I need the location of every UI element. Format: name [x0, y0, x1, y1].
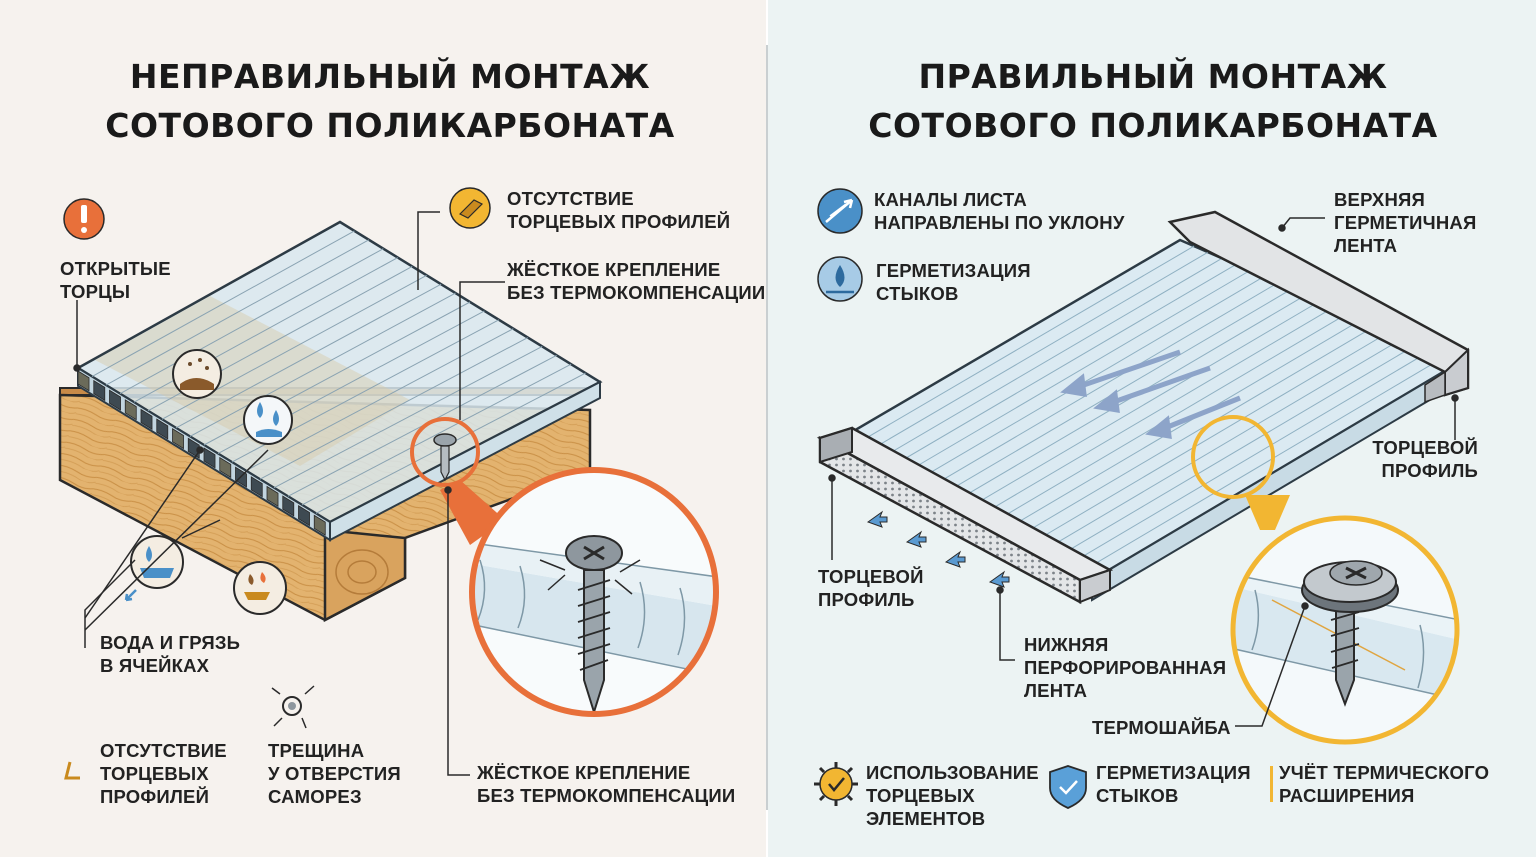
label-sealing: ГЕРМЕТИЗАЦИЯ СТЫКОВ [876, 260, 1031, 304]
sheet-rib [906, 276, 1265, 487]
sheet-rib [880, 263, 1237, 474]
footer-use-end-elements: ИСПОЛЬЗОВАНИЕ ТОРЦЕВЫХ ЭЛЕМЕНТОВ [866, 762, 1039, 829]
shield-check-icon [1049, 765, 1087, 809]
sheet-rib [1038, 337, 1405, 554]
slope-arrows-icon [817, 188, 863, 234]
open-cell [156, 418, 169, 440]
open-cell [313, 514, 326, 536]
open-cell [93, 379, 106, 402]
label-end-profile-right: ТОРЦЕВОЙ ПРОФИЛЬ [1372, 437, 1478, 481]
sheet-rib [854, 251, 1209, 460]
open-cell [203, 447, 216, 469]
sheet-rib [105, 239, 370, 386]
footer-thermal-expansion: УЧЁТ ТЕРМИЧЕСКОГО РАСШИРЕНИЯ [1279, 762, 1490, 806]
gear-check-icon [814, 762, 858, 806]
open-cell [77, 370, 90, 392]
crack-icon [271, 685, 315, 729]
zoom-crack-detail [469, 467, 719, 717]
dirt-icon [172, 349, 222, 399]
sheet-rib [189, 292, 456, 437]
open-cell [298, 505, 310, 527]
sheet-rib [175, 283, 442, 429]
sheet-rib [920, 282, 1279, 494]
dirt-drain-icon [233, 561, 287, 615]
sheet-rib [1065, 349, 1433, 568]
label-no-end-profiles-top: ОТСУТСТВИЕ ТОРЦЕВЫХ ПРОФИЛЕЙ [507, 188, 731, 232]
left-title-line2: СОТОВОГО ПОЛИКАРБОНАТА [105, 106, 675, 145]
open-cell [250, 476, 263, 498]
open-cell [109, 389, 121, 411]
sheet-rib [259, 337, 529, 480]
sheet-rib [119, 248, 384, 395]
right-title-line2: СОТОВОГО ПОЛИКАРБОНАТА [868, 106, 1438, 145]
sheet-rib [1025, 331, 1391, 547]
open-cell [266, 485, 279, 507]
label-crack: ТРЕЩИНА У ОТВЕРСТИЯ САМОРЕЗ [268, 740, 401, 807]
thermal-marker [1270, 766, 1273, 802]
open-cell [187, 437, 200, 459]
right-title: ПРАВИЛЬНЫЙ МОНТАЖ СОТОВОГО ПОЛИКАРБОНАТА [800, 52, 1506, 150]
sheet-rib [91, 230, 355, 377]
sheet-rib [946, 294, 1307, 507]
open-cell [140, 408, 153, 430]
label-top-sealing-tape: ВЕРХНЯЯ ГЕРМЕТИЧНАЯ ЛЕНТА [1334, 189, 1477, 256]
profile-corner-icon [449, 187, 491, 229]
corner-mark-icon [64, 761, 80, 780]
label-no-end-profiles-bottom: ОТСУТСТВИЕ ТОРЦЕВЫХ ПРОФИЛЕЙ [100, 740, 227, 807]
label-bottom-perforated-tape: НИЖНЯЯ ПЕРФОРИРОВАННАЯ ЛЕНТА [1024, 634, 1227, 701]
vent-arrows [866, 510, 1010, 588]
label-rigid-fixing-top: ЖЁСТКОЕ КРЕПЛЕНИЕ БЕЗ ТЕРМОКОМПЕНСАЦИИ [507, 259, 766, 303]
label-open-ends: ОТКРЫТЫЕ ТОРЦЫ [60, 258, 171, 302]
open-cell [219, 456, 232, 479]
sheet-rib [1078, 355, 1447, 574]
slope-arrows [1060, 349, 1241, 440]
open-cell [282, 495, 295, 517]
water-drop-icon [243, 395, 293, 445]
sheet-rib [301, 363, 572, 506]
open-cell [172, 428, 184, 450]
front-end-profile [816, 426, 1114, 605]
sealing-drop-icon [817, 256, 863, 302]
label-thermo-washer: ТЕРМОШАЙБА [1092, 717, 1231, 738]
top-sealing-profile [1167, 210, 1470, 404]
sheet-rib [273, 346, 543, 489]
sheet-rib [867, 257, 1223, 467]
sheet-rib [893, 270, 1251, 480]
sheet-rib [245, 328, 514, 472]
left-title: НЕПРАВИЛЬНЫЙ МОНТАЖ СОТОВОГО ПОЛИКАРБОНА… [40, 52, 740, 150]
label-end-profile-left: ТОРЦЕВОЙ ПРОФИЛЬ [818, 566, 924, 610]
sheet-rib [999, 318, 1363, 534]
panel-divider [766, 45, 768, 810]
sheet-rib [840, 245, 1195, 454]
right-title-line1: ПРАВИЛЬНЫЙ МОНТАЖ [918, 57, 1388, 96]
zoom-thermo-washer [1230, 515, 1460, 745]
label-water-dirt: ВОДА И ГРЯЗЬ В ЯЧЕЙКАХ [100, 632, 241, 676]
detail-callout-yellow [1191, 415, 1290, 530]
sheet-rib [959, 300, 1321, 514]
water-in-cells-icon [124, 535, 184, 602]
sheet-rib [972, 306, 1335, 521]
open-cell [124, 399, 137, 421]
sheet-rib [1012, 324, 1377, 541]
label-channels-slope: КАНАЛЫ ЛИСТА НАПРАВЛЕНЫ ПО УКЛОНУ [874, 189, 1125, 233]
label-rigid-fixing-bottom: ЖЁСТКОЕ КРЕПЛЕНИЕ БЕЗ ТЕРМОКОМПЕНСАЦИИ [477, 762, 736, 806]
exclamation-icon [63, 198, 105, 240]
left-title-line1: НЕПРАВИЛЬНЫЙ МОНТАЖ [129, 57, 651, 96]
left-leader-lines [73, 211, 505, 776]
right-leader-lines [828, 217, 1459, 727]
sheet-rib [1052, 343, 1419, 561]
footer-sealing: ГЕРМЕТИЗАЦИЯ СТЫКОВ [1096, 762, 1251, 806]
